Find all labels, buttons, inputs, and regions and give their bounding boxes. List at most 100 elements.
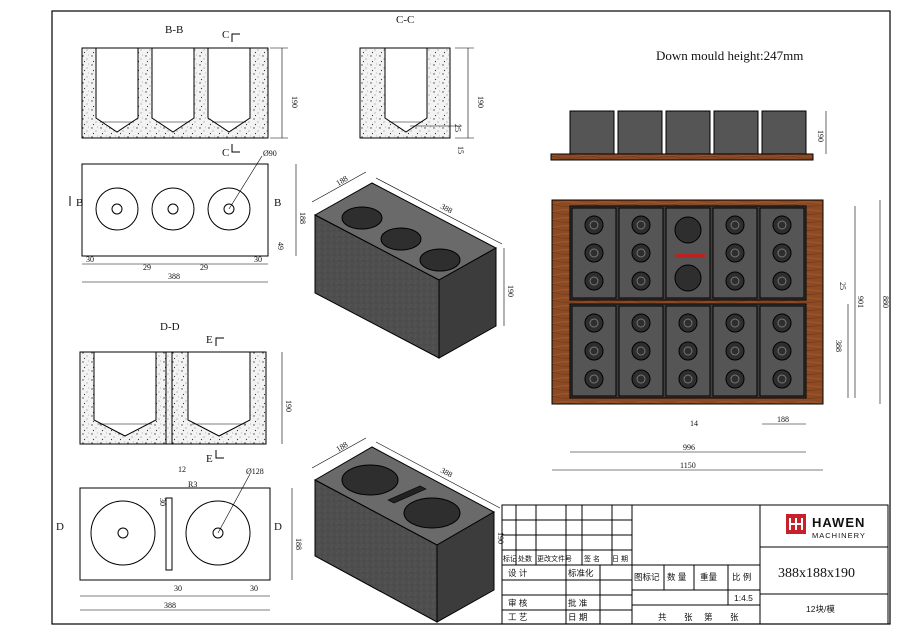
section-dd: D-D 190 E E [79, 321, 293, 465]
pallet-block-core-inner [777, 276, 787, 286]
pallet-block-core [725, 313, 745, 333]
pallet-block-core [678, 341, 698, 361]
title-block [501, 504, 889, 625]
sheet-border [51, 10, 891, 625]
pallet-dim-880: 880 [881, 296, 890, 308]
title-block-text: 标记 处数 更改文件号 签 名 日 期 设 计 标准化 审 核 批 准 工 艺 … [503, 514, 866, 622]
d-left-marker: D [56, 521, 64, 533]
pallet-block-core [772, 215, 792, 235]
brand-name: HAWEN [812, 515, 865, 530]
pallet-block-core-inner [636, 346, 646, 356]
pallet-side-view: 190 [550, 110, 827, 161]
pallet-block-core-inner [636, 220, 646, 230]
side-height: 190 [816, 130, 825, 142]
pallet-block-core-inner [730, 374, 740, 384]
pallet-block-core-inner [730, 346, 740, 356]
tb-tubiaoji: 图标记 [634, 572, 660, 582]
pallet-block-core [678, 313, 698, 333]
c-top-marker: C [222, 29, 229, 41]
pallet-block-core [725, 215, 745, 235]
tb-zhongliang: 重量 [700, 572, 718, 582]
top1-total: 388 [168, 272, 180, 281]
top2-radius: R3 [188, 480, 197, 489]
cc-height-dim: 190 [476, 96, 485, 108]
tb-riqi: 日 期 [568, 612, 587, 622]
pallet-block-core [631, 313, 651, 333]
pallet-block-core [631, 215, 651, 235]
pallet-block-core [678, 369, 698, 389]
top-view-two-core: Ø128 12 R3 30 D D 30 30 388 188 [51, 465, 303, 611]
iso2-height: 190 [496, 532, 505, 544]
tb-h-riqi: 日 期 [612, 555, 628, 563]
pallet-dim-188: 188 [777, 415, 789, 424]
tb-h-biaoji: 标记 [503, 554, 517, 563]
iso2-width: 188 [335, 440, 350, 454]
top-view-three-core: Ø90 B B 30 29 29 30 388 188 49 [69, 149, 307, 283]
pallet-block-core-inner [777, 248, 787, 258]
pallet-block-core [584, 271, 604, 291]
section-cc: C-C 190 25 15 [359, 14, 485, 154]
tb-shuliang: 数 量 [667, 572, 687, 582]
pallet-dim-25: 25 [838, 282, 847, 290]
tb-biaozhunhua: 标准化 [568, 568, 594, 578]
pallet-block-core [772, 341, 792, 361]
tb-gongyi: 工 艺 [508, 612, 527, 622]
top2-total: 388 [164, 601, 176, 610]
top2-slot: 12 [178, 465, 186, 474]
tb-scale: 1:4.5 [734, 593, 753, 603]
top1-w1: 30 [86, 255, 94, 264]
tb-bili: 比 例 [732, 572, 751, 582]
top1-w2: 29 [143, 263, 151, 272]
pallet-block-core-inner [777, 346, 787, 356]
tb-shenhe: 审 核 [508, 598, 528, 608]
tb-gong: 共 [658, 612, 667, 622]
pallet-block-core-inner [730, 248, 740, 258]
top2-dia: Ø128 [246, 467, 264, 476]
pallet-block-core-inner [636, 276, 646, 286]
top2-s1: 30 [158, 498, 167, 506]
pallet-block-core [725, 271, 745, 291]
pallet-block-core-inner [683, 318, 693, 328]
section-dd-label: D-D [160, 321, 180, 333]
pallet-block-core-inner [589, 220, 599, 230]
pallet-dim-388: 388 [834, 340, 843, 352]
block-size: 388x188x190 [778, 566, 855, 581]
pallet-block-core [772, 243, 792, 263]
pallet-block-core-inner [589, 346, 599, 356]
section-bb-label: B-B [165, 24, 183, 36]
bb-height-dim: 190 [290, 96, 299, 108]
b-right-marker: B [274, 197, 281, 209]
pallet-dim-14: 14 [690, 419, 698, 428]
pallet-block-core [674, 264, 702, 292]
cc-small-dim-2: 15 [456, 146, 465, 154]
tb-h-qianming: 签 名 [584, 554, 600, 563]
tb-h-gengai: 更改文件号 [537, 554, 572, 563]
c-bottom-marker: C [222, 147, 229, 159]
pallet-block-core [772, 271, 792, 291]
pallet-block-core-inner [589, 276, 599, 286]
mould-height-note: Down mould height:247mm [656, 48, 803, 63]
pallet-dim-1150: 1150 [680, 461, 696, 470]
top1-w3: 29 [200, 263, 208, 272]
iso1-width: 188 [335, 174, 350, 188]
b-left-marker: B [76, 197, 83, 209]
e-top-marker: E [206, 334, 213, 346]
pallet-block-core-inner [683, 374, 693, 384]
pallet-block-core-inner [777, 220, 787, 230]
top1-depth: 188 [298, 212, 307, 224]
pallet-block-core [725, 341, 745, 361]
pallet-block-core-inner [589, 248, 599, 258]
block-qty: 12块/模 [806, 604, 835, 614]
dd-height: 190 [284, 400, 293, 412]
brand-subtitle: MACHINERY [812, 531, 866, 540]
tb-pizhun: 批 准 [568, 598, 588, 608]
e-bottom-marker: E [206, 453, 213, 465]
pallet-block-core-inner [730, 220, 740, 230]
iso2-length: 388 [439, 466, 454, 480]
pallet-block-core [584, 243, 604, 263]
pallet-dim-901: 901 [856, 296, 865, 308]
pallet-block-core [584, 215, 604, 235]
pallet-block-core-inner [636, 318, 646, 328]
pallet-block-core [584, 313, 604, 333]
